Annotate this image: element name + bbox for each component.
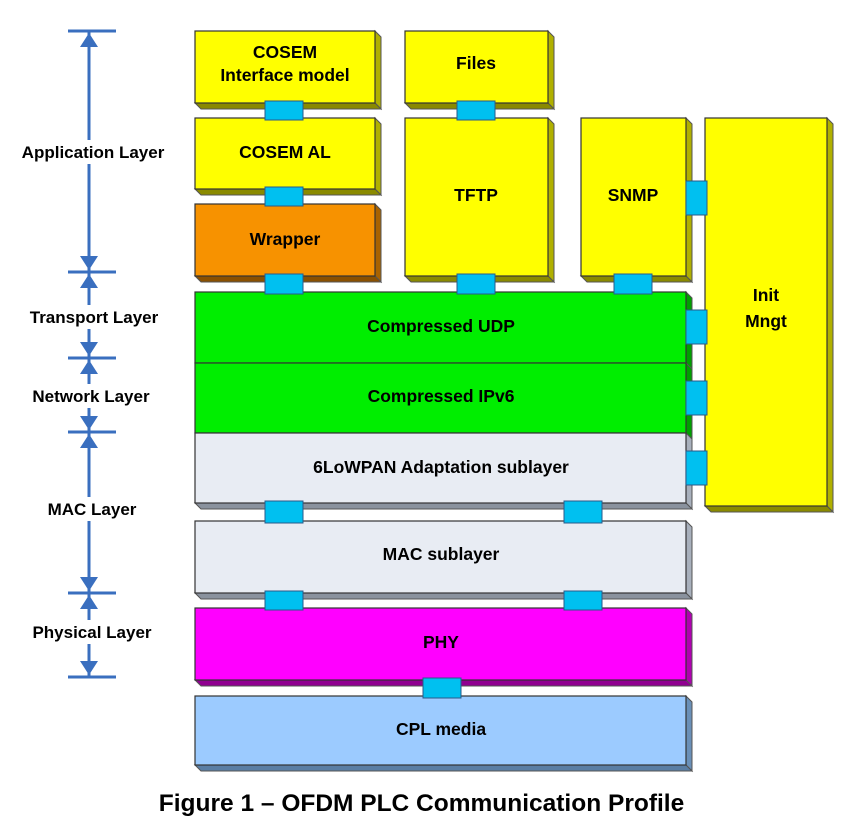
connector-cosem-im-al	[264, 100, 304, 121]
layer-scale	[68, 29, 116, 679]
cosem-im-label-line2: Interface model	[220, 65, 349, 85]
cosem-interface-model-box: COSEM Interface model	[193, 29, 383, 111]
connector-mac-phy-left	[264, 590, 304, 611]
wrapper-box: Wrapper	[193, 202, 383, 284]
mac-sublayer-label: MAC sublayer	[383, 544, 500, 564]
tftp-box: TFTP	[403, 116, 556, 284]
connector-ipv6-init	[685, 380, 708, 416]
init-mngt-label-line1: Init	[753, 285, 779, 305]
figure-caption: Figure 1 – OFDM PLC Communication Profil…	[158, 790, 685, 817]
connector-6lowpan-init	[685, 450, 708, 486]
snmp-box: SNMP	[579, 116, 694, 284]
cosem-al-label: COSEM AL	[239, 142, 331, 162]
application-layer-label: Application Layer	[22, 143, 165, 162]
cosem-al-box: COSEM AL	[193, 116, 383, 197]
connector-files-tftp	[456, 100, 496, 121]
layer-labels: Application Layer Transport Layer Networ…	[4, 140, 182, 644]
compressed-ipv6-box: Compressed IPv6	[194, 361, 693, 441]
physical-layer-label: Physical Layer	[32, 623, 151, 642]
connector-mac-phy-right	[563, 590, 603, 611]
files-label: Files	[456, 53, 496, 73]
mac-sublayer-box: MAC sublayer	[193, 519, 694, 601]
transport-layer-label: Transport Layer	[30, 308, 159, 327]
compressed-ipv6-label: Compressed IPv6	[368, 386, 515, 406]
wrapper-label: Wrapper	[250, 229, 321, 249]
snmp-label: SNMP	[608, 185, 659, 205]
init-mngt-label-line2: Mngt	[745, 311, 787, 331]
connector-al-wrapper	[264, 186, 304, 207]
connector-snmp-udp	[613, 273, 653, 295]
network-layer-label: Network Layer	[32, 387, 150, 406]
mac-layer-label: MAC Layer	[48, 500, 137, 519]
phy-label: PHY	[423, 632, 459, 652]
phy-box: PHY	[193, 606, 694, 688]
init-mngt-box: Init Mngt	[703, 116, 835, 514]
tftp-label: TFTP	[454, 185, 498, 205]
files-box: Files	[403, 29, 556, 111]
compressed-udp-label: Compressed UDP	[367, 316, 515, 336]
cosem-im-label-line1: COSEM	[253, 42, 317, 62]
connector-udp-init	[685, 309, 708, 345]
sixlowpan-box: 6LoWPAN Adaptation sublayer	[193, 431, 694, 511]
connector-snmp-init	[685, 180, 708, 216]
connector-phy-cpl	[422, 677, 462, 699]
compressed-udp-box: Compressed UDP	[194, 290, 693, 371]
cpl-media-box: CPL media	[193, 694, 694, 773]
connector-tftp-udp	[456, 273, 496, 295]
connector-6lowpan-mac-left	[264, 500, 304, 524]
connector-6lowpan-mac-right	[563, 500, 603, 524]
cpl-media-label: CPL media	[396, 719, 486, 739]
protocol-stack-diagram: Application Layer Transport Layer Networ…	[4, 29, 835, 773]
sixlowpan-label: 6LoWPAN Adaptation sublayer	[313, 457, 569, 477]
connector-wrapper-udp	[264, 273, 304, 295]
connectors	[264, 100, 708, 699]
